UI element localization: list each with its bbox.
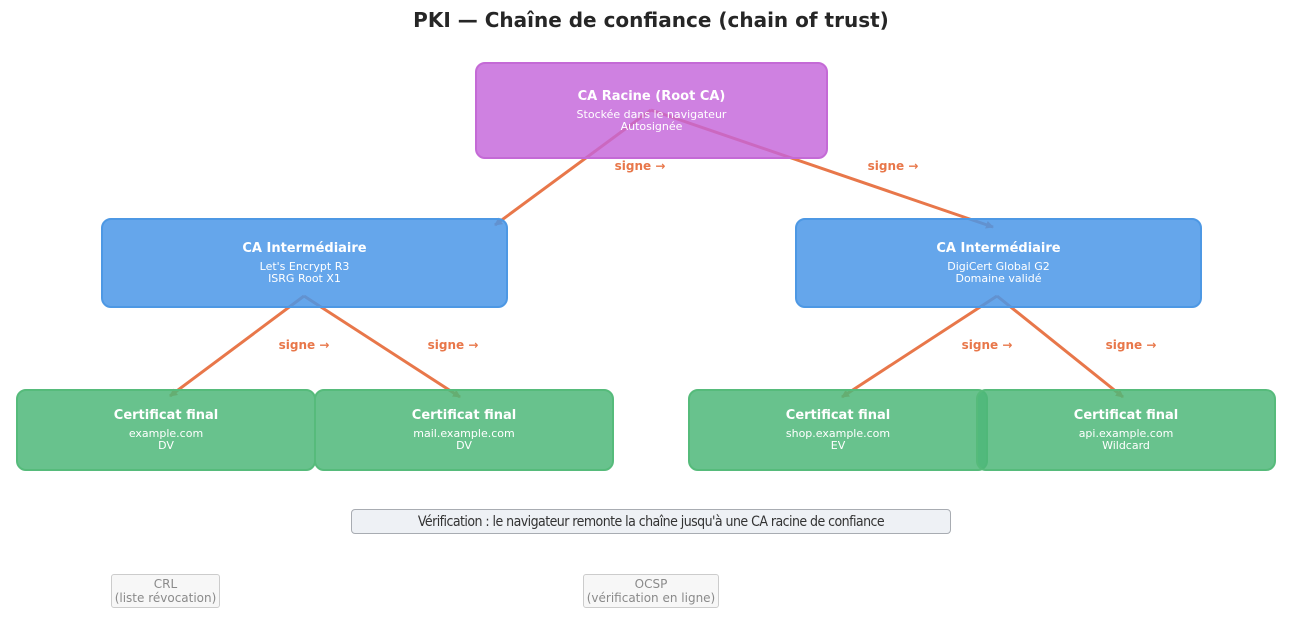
intermediate-ca-2-detail-2: Domaine validé bbox=[955, 272, 1042, 285]
leaf-2-domain: mail.example.com bbox=[413, 427, 515, 440]
intermediate-ca-1-detail-1: Let's Encrypt R3 bbox=[259, 260, 350, 273]
leaf-certificate-node-3: Certificat final shop.example.com EV bbox=[688, 389, 988, 471]
intermediate-ca-title-2: CA Intermédiaire bbox=[936, 241, 1061, 256]
edge-label-signs: signe → bbox=[961, 338, 1013, 352]
edge-label-signs: signe → bbox=[614, 159, 666, 173]
intermediate-ca-node-2: CA Intermédiaire DigiCert Global G2 Doma… bbox=[795, 218, 1202, 308]
leaf-4-type: Wildcard bbox=[1102, 439, 1150, 452]
arrow-intermediate-1-to-leaf-1 bbox=[169, 294, 305, 398]
intermediate-ca-1-detail-2: ISRG Root X1 bbox=[268, 272, 341, 285]
edge-label-signs: signe → bbox=[278, 338, 330, 352]
leaf-4-domain: api.example.com bbox=[1078, 427, 1174, 440]
leaf-2-type: DV bbox=[456, 439, 472, 452]
leaf-1-type: DV bbox=[158, 439, 174, 452]
leaf-certificate-title-3: Certificat final bbox=[785, 408, 891, 423]
root-ca-node: CA Racine (Root CA) Stockée dans le navi… bbox=[475, 62, 828, 159]
arrow-intermediate-2-to-leaf-3 bbox=[841, 294, 998, 399]
intermediate-ca-2-detail-1: DigiCert Global G2 bbox=[947, 260, 1050, 273]
leaf-certificate-node-1: Certificat final example.com DV bbox=[16, 389, 316, 471]
leaf-3-type: EV bbox=[830, 439, 846, 452]
crl-description: (liste révocation) bbox=[114, 591, 217, 605]
edge-label-signs: signe → bbox=[867, 159, 919, 173]
root-ca-details: Stockée dans le navigateur Autosignée bbox=[576, 107, 727, 133]
verification-note: Vérification : le navigateur remonte la … bbox=[351, 509, 951, 534]
ocsp-note: OCSP (vérification en ligne) bbox=[583, 574, 719, 608]
leaf-certificate-details-3: shop.example.com EV bbox=[786, 428, 890, 452]
diagram-title: PKI — Chaîne de confiance (chain of trus… bbox=[413, 8, 889, 32]
leaf-certificate-node-2: Certificat final mail.example.com DV bbox=[314, 389, 614, 471]
ocsp-label: OCSP bbox=[634, 577, 668, 591]
verification-text: Vérification : le navigateur remonte la … bbox=[417, 513, 885, 530]
ocsp-description: (vérification en ligne) bbox=[586, 591, 716, 605]
leaf-certificate-title-4: Certificat final bbox=[1073, 408, 1179, 423]
leaf-certificate-details-4: api.example.com Wildcard bbox=[1079, 428, 1174, 452]
crl-note: CRL (liste révocation) bbox=[111, 574, 220, 608]
crl-label: CRL bbox=[153, 577, 178, 591]
edge-label-signs: signe → bbox=[427, 338, 479, 352]
arrow-intermediate-1-to-leaf-2 bbox=[303, 294, 461, 399]
leaf-certificate-title-2: Certificat final bbox=[411, 408, 517, 423]
intermediate-ca-details-2: DigiCert Global G2 Domaine validé bbox=[947, 261, 1049, 285]
leaf-certificate-node-4: Certificat final api.example.com Wildcar… bbox=[976, 389, 1276, 471]
intermediate-ca-details-1: Let's Encrypt R3 ISRG Root X1 bbox=[260, 261, 350, 285]
arrow-intermediate-2-to-leaf-4 bbox=[996, 294, 1124, 399]
intermediate-ca-node-1: CA Intermédiaire Let's Encrypt R3 ISRG R… bbox=[101, 218, 508, 308]
leaf-certificate-details-1: example.com DV bbox=[129, 428, 203, 452]
root-ca-detail-2: Autosignée bbox=[620, 119, 683, 133]
root-ca-title: CA Racine (Root CA) bbox=[577, 88, 726, 104]
edge-label-signs: signe → bbox=[1105, 338, 1157, 352]
leaf-certificate-details-2: mail.example.com DV bbox=[413, 428, 514, 452]
leaf-certificate-title-1: Certificat final bbox=[113, 408, 219, 423]
leaf-3-domain: shop.example.com bbox=[785, 427, 891, 440]
root-ca-detail-1: Stockée dans le navigateur bbox=[576, 107, 727, 121]
intermediate-ca-title-1: CA Intermédiaire bbox=[242, 241, 367, 256]
leaf-1-domain: example.com bbox=[128, 427, 204, 440]
